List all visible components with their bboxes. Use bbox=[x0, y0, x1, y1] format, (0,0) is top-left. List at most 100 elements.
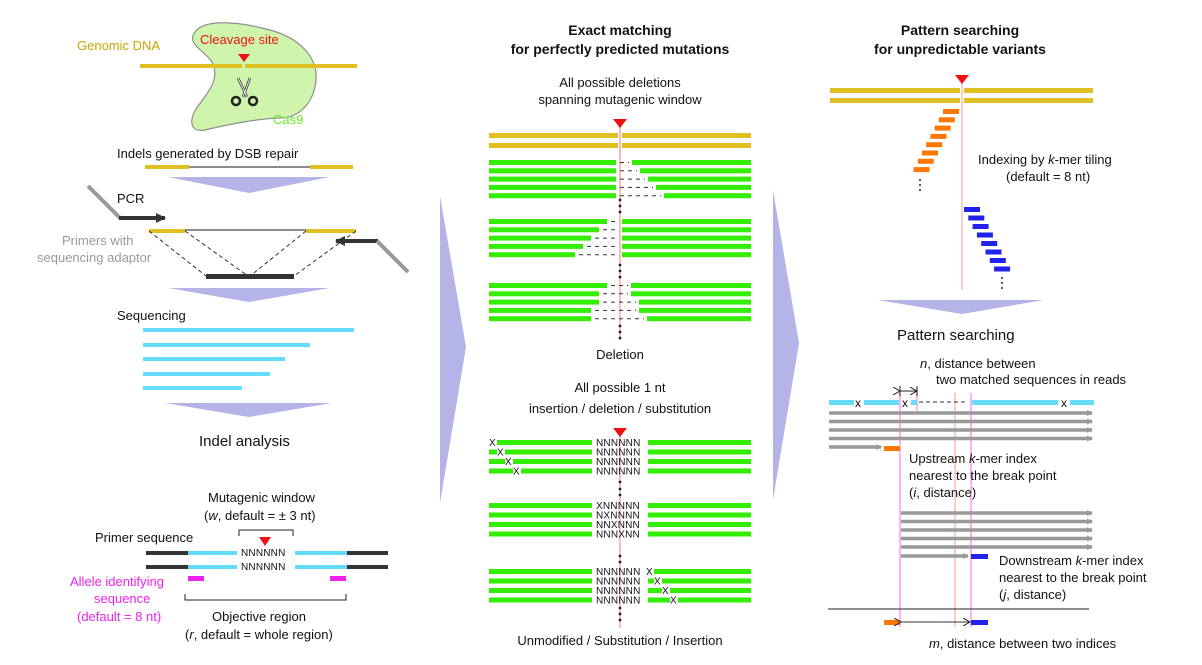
indexing-label: Indexing by k-mer tiling bbox=[978, 152, 1112, 167]
variant-read-right bbox=[648, 531, 751, 537]
deletion-read-right bbox=[647, 316, 751, 322]
right-title-line2: for unpredictable variants bbox=[874, 41, 1046, 57]
m-upstream-index bbox=[884, 620, 900, 625]
substitution-bases: XNNNNN bbox=[596, 501, 640, 512]
downstream-kmer-tile bbox=[994, 266, 1011, 272]
deletion-read-left bbox=[489, 168, 616, 174]
cas9-label: Cas9 bbox=[273, 112, 303, 127]
ellipsis-dot bbox=[1001, 277, 1003, 279]
ellipsis-dot bbox=[618, 263, 622, 267]
variant-read-left bbox=[489, 578, 592, 584]
allele-label-line1: Allele identifying bbox=[70, 574, 164, 589]
ellipsis-dot bbox=[618, 487, 622, 491]
primer-sequence-label: Primer sequence bbox=[95, 530, 193, 545]
reference-dna-left-2 bbox=[489, 143, 618, 148]
cleavage-site-marker-4 bbox=[613, 428, 627, 437]
ellipsis-dot bbox=[618, 269, 622, 273]
flow-arrow-down-4 bbox=[878, 300, 1044, 314]
middle-title-line1: Exact matching bbox=[568, 22, 671, 38]
deletion-read-right bbox=[648, 176, 751, 182]
mutagenic-window-param: (w, default = ± 3 nt) bbox=[204, 508, 316, 523]
inserted-base-x: X bbox=[497, 448, 504, 459]
sequencing-label: Sequencing bbox=[117, 308, 186, 323]
middle-panel: Exact matching for perfectly predicted m… bbox=[489, 22, 751, 648]
inserted-base-x: X bbox=[670, 596, 677, 607]
deletion-read-left bbox=[489, 316, 591, 322]
upstream-kmer-tile bbox=[917, 158, 934, 164]
ellipsis-dot bbox=[1001, 287, 1003, 289]
mutagenic-window-bracket bbox=[238, 529, 294, 536]
objective-region-param: (r, default = whole region) bbox=[185, 627, 333, 642]
inserted-base-x: X bbox=[662, 586, 669, 597]
scissors-icon bbox=[230, 77, 259, 107]
mutagenic-nnn-bottom: NNNNNN bbox=[241, 562, 286, 573]
ellipsis-dot bbox=[1001, 282, 1003, 284]
deletion-read-right bbox=[632, 160, 751, 165]
variant-read-right bbox=[648, 449, 751, 455]
downstream-kmer-tile bbox=[972, 224, 989, 229]
downstream-label-line2: nearest to the break point bbox=[999, 570, 1147, 585]
cleavage-site-label: Cleavage site bbox=[200, 32, 279, 47]
flow-arrow-down-3 bbox=[165, 403, 332, 417]
allele-identifying-left bbox=[188, 576, 204, 581]
reference-dna-right-panel-right-2 bbox=[964, 98, 1093, 103]
deletion-read-left bbox=[489, 291, 599, 297]
variant-read-left bbox=[497, 440, 592, 445]
variant-read-right bbox=[648, 468, 751, 474]
variant-read-prefix bbox=[489, 468, 513, 474]
indel-analysis-label: Indel analysis bbox=[199, 433, 290, 450]
cleavage-site-marker-5 bbox=[955, 75, 969, 84]
ellipsis-dot bbox=[919, 189, 921, 191]
pcr-label: PCR bbox=[117, 191, 144, 206]
sequencing-read bbox=[143, 372, 270, 376]
downstream-kmer-tile bbox=[968, 215, 985, 221]
deletion-label: Deletion bbox=[596, 347, 644, 362]
deletion-read-right bbox=[622, 227, 751, 233]
upstream-label-line2: nearest to the break point bbox=[909, 468, 1057, 483]
template-dna-right bbox=[306, 229, 356, 233]
upstream-kmer-tile bbox=[943, 109, 959, 114]
reference-dna-right-1 bbox=[622, 133, 751, 138]
variant-read-right bbox=[678, 597, 751, 603]
genomic-dna-left bbox=[140, 64, 242, 68]
deletion-read-left bbox=[489, 243, 583, 249]
allele-label-line2: sequence bbox=[94, 591, 150, 606]
mutagenic-window-bases: NNNNNN bbox=[596, 467, 641, 478]
upstream-kmer-tile bbox=[926, 142, 943, 148]
variant-read-left bbox=[489, 503, 592, 508]
downstream-kmer-tile bbox=[985, 249, 1002, 255]
sequencing-read bbox=[143, 343, 310, 347]
ellipsis-dot bbox=[618, 560, 622, 564]
left-panel: Genomic DNA Cleavage site Cas9 Indels ge… bbox=[37, 22, 410, 642]
ellipsis-dot bbox=[618, 324, 622, 328]
cleavage-site-marker-3 bbox=[613, 119, 627, 128]
pcr-amplicon bbox=[206, 274, 294, 279]
downstream-kmer-tile bbox=[989, 258, 1006, 263]
variant-read-left bbox=[489, 597, 592, 603]
primer-right-bottom bbox=[347, 565, 388, 569]
query-read-seg4 bbox=[972, 400, 1058, 405]
allele-label-line3: (default = 8 nt) bbox=[77, 609, 161, 624]
ellipsis-dot bbox=[618, 330, 622, 334]
deletion-read-right bbox=[631, 283, 751, 288]
reference-dna-right-panel-right-1 bbox=[964, 88, 1093, 93]
ellipsis-dot bbox=[618, 210, 622, 214]
deletion-read-left bbox=[489, 307, 591, 313]
pattern-searching-label: Pattern searching bbox=[897, 327, 1015, 344]
sequencing-read bbox=[143, 386, 242, 390]
reference-dna-right-2 bbox=[622, 143, 751, 148]
mutagenic-nnn-top: NNNNNN bbox=[241, 548, 286, 559]
variant-read-right bbox=[654, 569, 751, 574]
cleavage-site-marker bbox=[238, 54, 250, 62]
m-distance-label: m, distance between two indices bbox=[929, 636, 1117, 651]
variant-read-right bbox=[648, 522, 751, 527]
reference-reads bbox=[829, 410, 1093, 559]
flow-arrow-right-1 bbox=[440, 196, 466, 503]
read-right-bottom bbox=[295, 565, 347, 569]
ellipsis-dot bbox=[618, 493, 622, 497]
upstream-kmer-tile bbox=[922, 150, 938, 156]
upstream-kmer-tile bbox=[913, 167, 930, 173]
kmer-tiles bbox=[913, 109, 1011, 289]
sequencing-reads bbox=[143, 328, 354, 390]
